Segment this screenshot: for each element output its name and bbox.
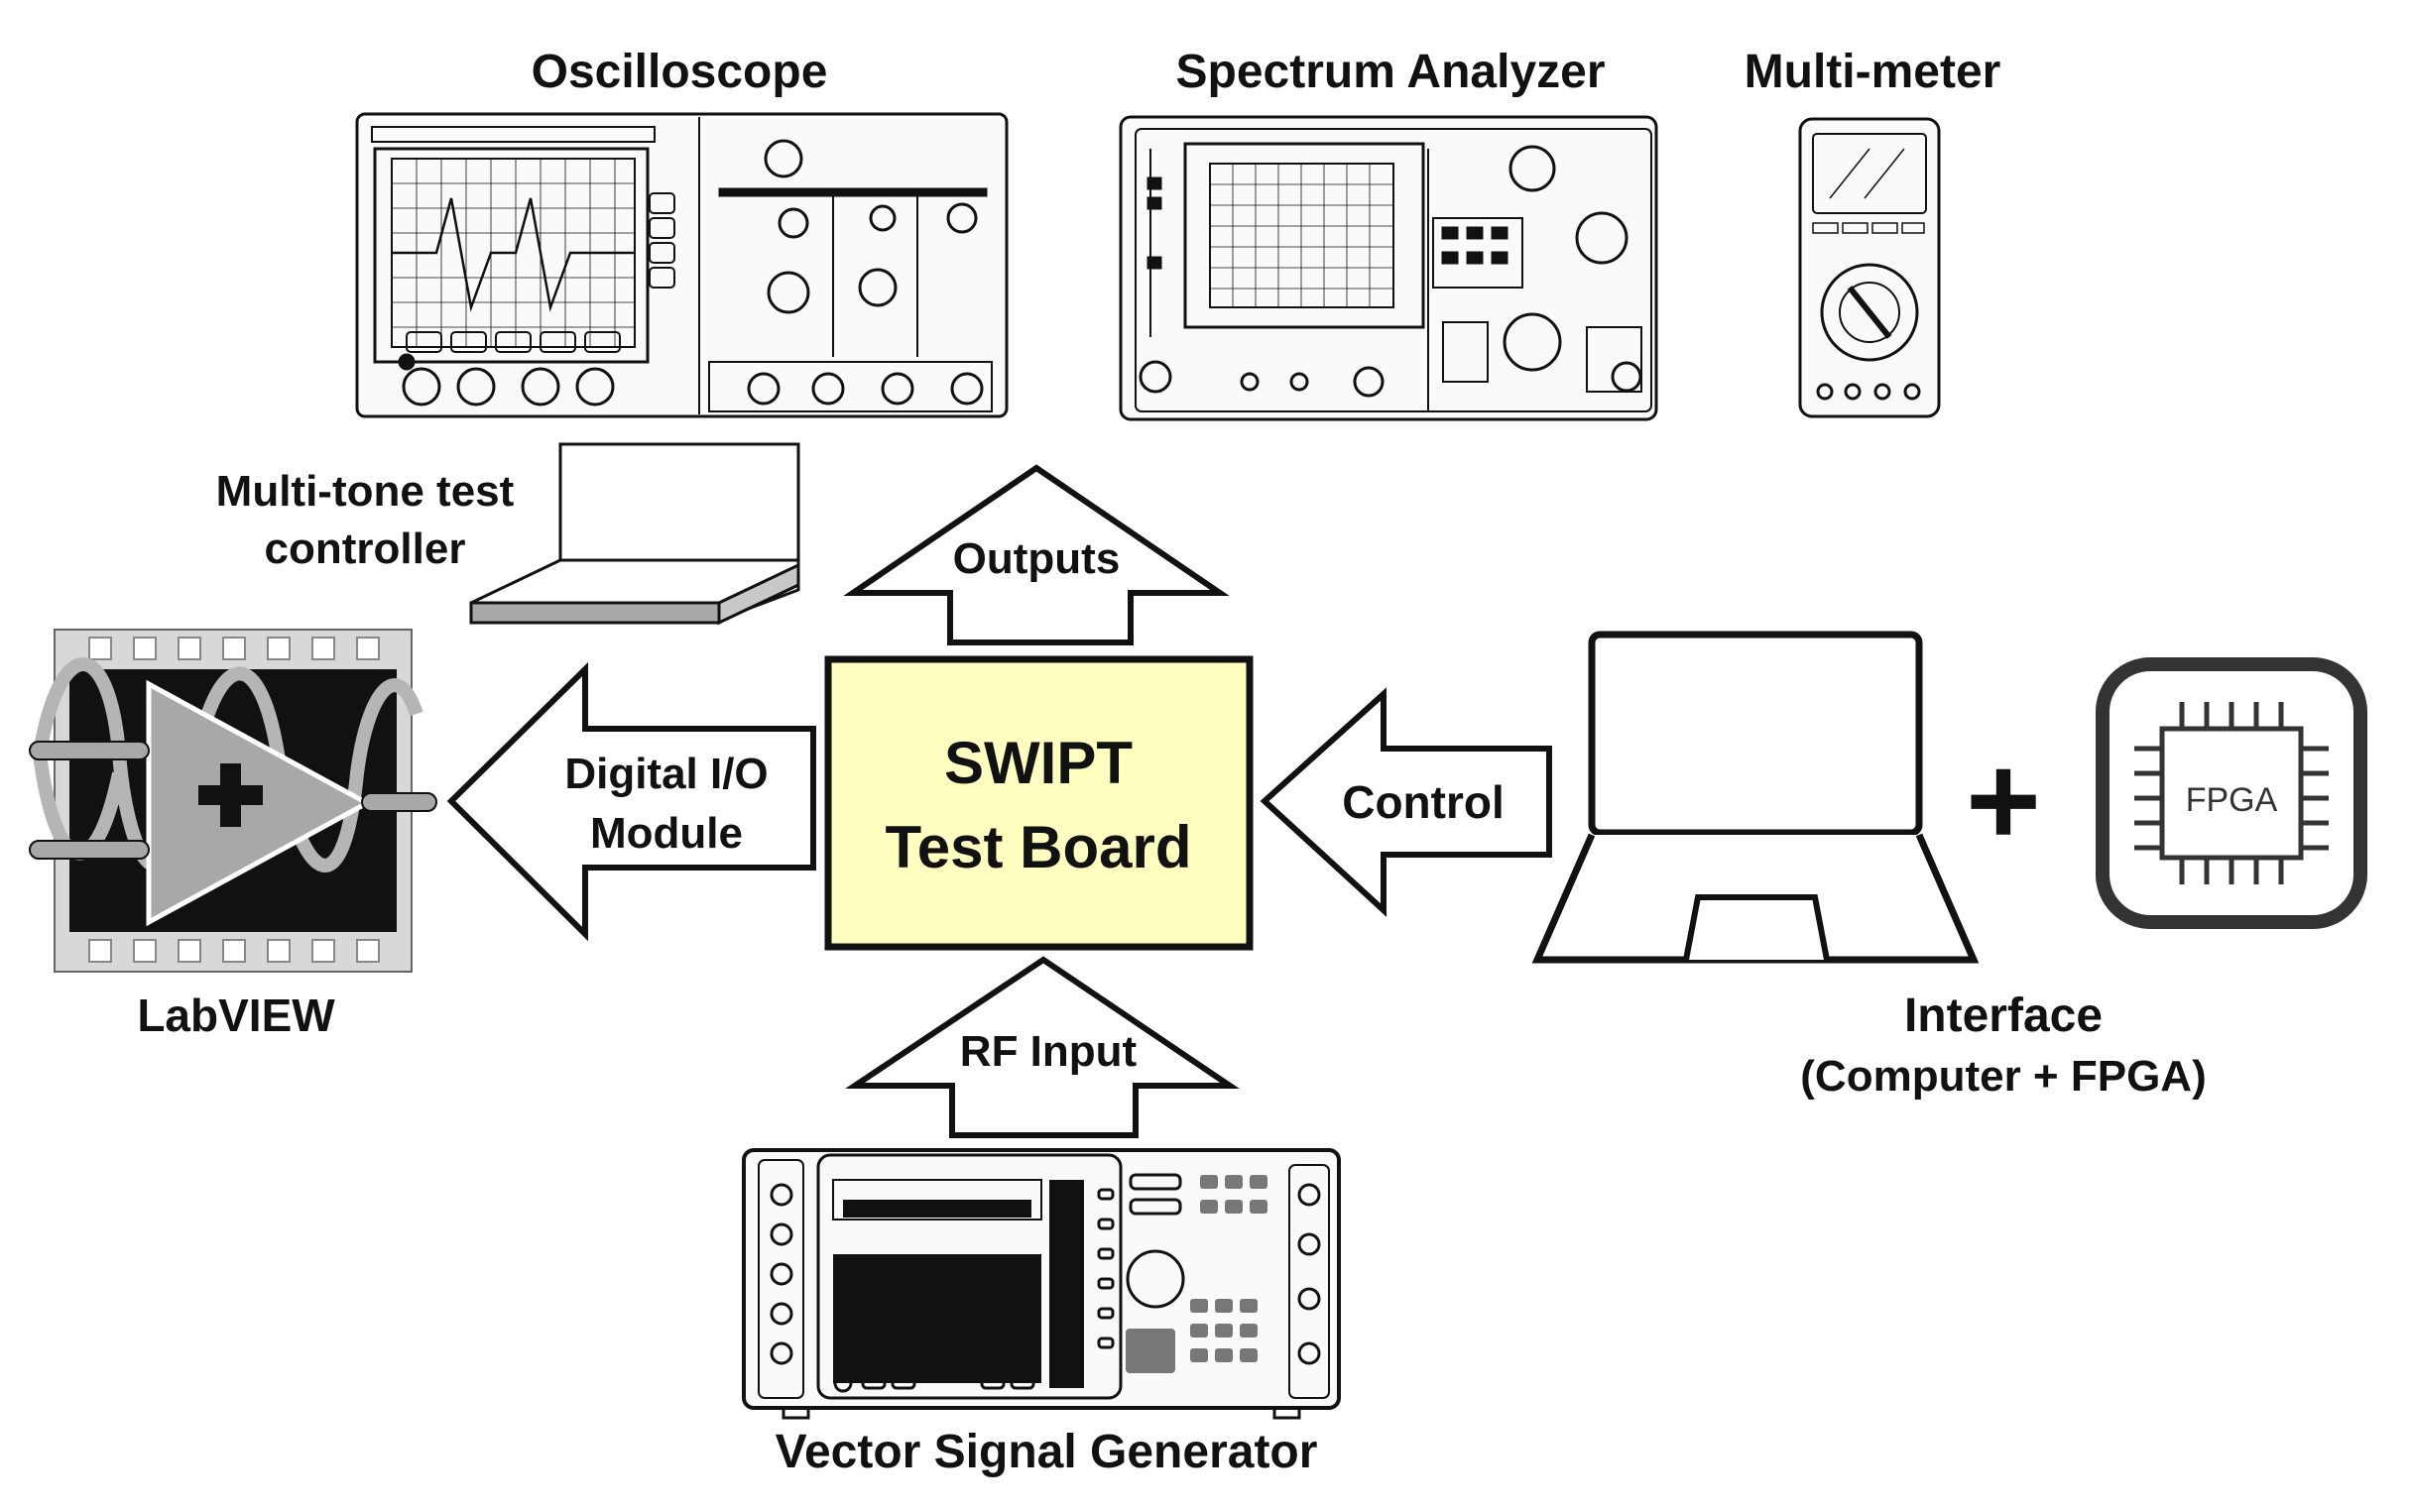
vector-signal-generator-icon (742, 1148, 1341, 1420)
plus-sign: + (1966, 728, 2041, 872)
vsg-label: Vector Signal Generator (776, 1426, 1318, 1478)
interface-laptop-icon (1531, 631, 1980, 964)
rf-input-label: RF Input (960, 1027, 1138, 1076)
digital-io-label-line1: Digital I/O (564, 750, 768, 798)
laptop-controller-icon (469, 442, 800, 626)
rf-input-arrow (845, 956, 1240, 1138)
spectrum-analyzer-label: Spectrum Analyzer (1175, 46, 1605, 98)
controller-label-line1: Multi-tone test (216, 467, 515, 516)
control-arrow (1260, 687, 1552, 917)
oscilloscope-label: Oscilloscope (532, 46, 828, 98)
control-label: Control (1342, 776, 1505, 828)
interface-label-line2: (Computer + FPGA) (1800, 1052, 2206, 1101)
board-label-line2: Test Board (886, 814, 1192, 880)
outputs-label: Outputs (953, 534, 1121, 583)
digital-io-label-line2: Module (590, 809, 743, 858)
fpga-label: FPGA (2186, 781, 2278, 819)
digital-io-arrow (446, 661, 816, 942)
outputs-arrow (843, 464, 1230, 645)
oscilloscope-icon (355, 112, 1009, 418)
spectrum-analyzer-icon (1119, 115, 1658, 421)
labview-label: LabVIEW (137, 989, 335, 1041)
labview-icon (29, 629, 437, 973)
swipt-test-board-box (824, 655, 1254, 951)
multimeter-label: Multi-meter (1745, 46, 2001, 98)
interface-label-line1: Interface (1904, 989, 2103, 1042)
board-label-line1: SWIPT (944, 730, 1133, 796)
fpga-chip-icon (2096, 657, 2367, 929)
multimeter-icon (1798, 117, 1941, 418)
controller-label-line2: controller (265, 524, 466, 573)
